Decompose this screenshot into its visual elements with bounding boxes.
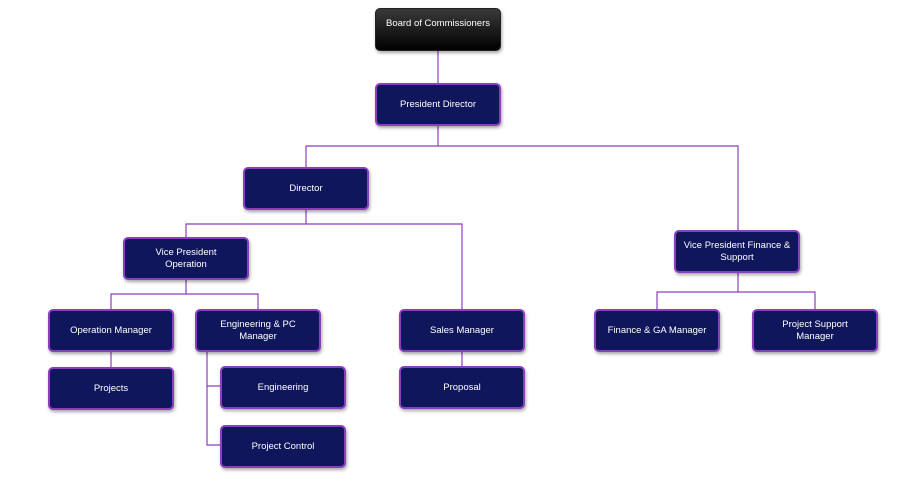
engineering-box[interactable]: Engineering [220,366,346,409]
finance-ga-manager-box[interactable]: Finance & GA Manager [594,309,720,352]
president-director-box[interactable]: President Director [375,83,501,126]
board-of-commissioners-label: Board of Commissioners [385,18,490,29]
vp-finance-support-label: Vice President Finance & Support [683,239,791,263]
engineering-label: Engineering [257,381,309,393]
project-support-manager-box[interactable]: Project Support Manager [752,309,878,352]
vp-finance-support-box[interactable]: Vice President Finance & Support [674,230,800,273]
sales-manager-label: Sales Manager [430,324,494,336]
operation-manager-box[interactable]: Operation Manager [48,309,174,352]
proposal-box[interactable]: Proposal [399,366,525,409]
project-support-manager-label: Project Support Manager [782,318,848,342]
finance-ga-manager-label: Finance & GA Manager [607,324,707,336]
projects-label: Projects [93,382,129,394]
connector-president-children [305,126,739,230]
connector-director-children [185,209,463,309]
project-control-label: Project Control [251,440,315,452]
president-director-label: President Director [399,98,477,110]
connector-engpc-children [206,351,220,446]
director-box[interactable]: Director [243,167,369,210]
director-label: Director [289,182,323,194]
operation-manager-label: Operation Manager [70,324,152,336]
connector-vp-finance-children [656,272,816,309]
projects-box[interactable]: Projects [48,367,174,410]
engineering-pc-manager-box[interactable]: Engineering & PC Manager [195,309,321,352]
engineering-pc-manager-label: Engineering & PC Manager [220,318,296,342]
board-of-commissioners-box[interactable]: Board of Commissioners [375,8,501,51]
project-control-box[interactable]: Project Control [220,425,346,468]
sales-manager-box[interactable]: Sales Manager [399,309,525,352]
vp-operation-label: Vice President Operation [155,246,217,270]
connector-vp-operation-children [110,279,259,309]
vp-operation-box[interactable]: Vice President Operation [123,237,249,280]
proposal-label: Proposal [443,381,481,393]
